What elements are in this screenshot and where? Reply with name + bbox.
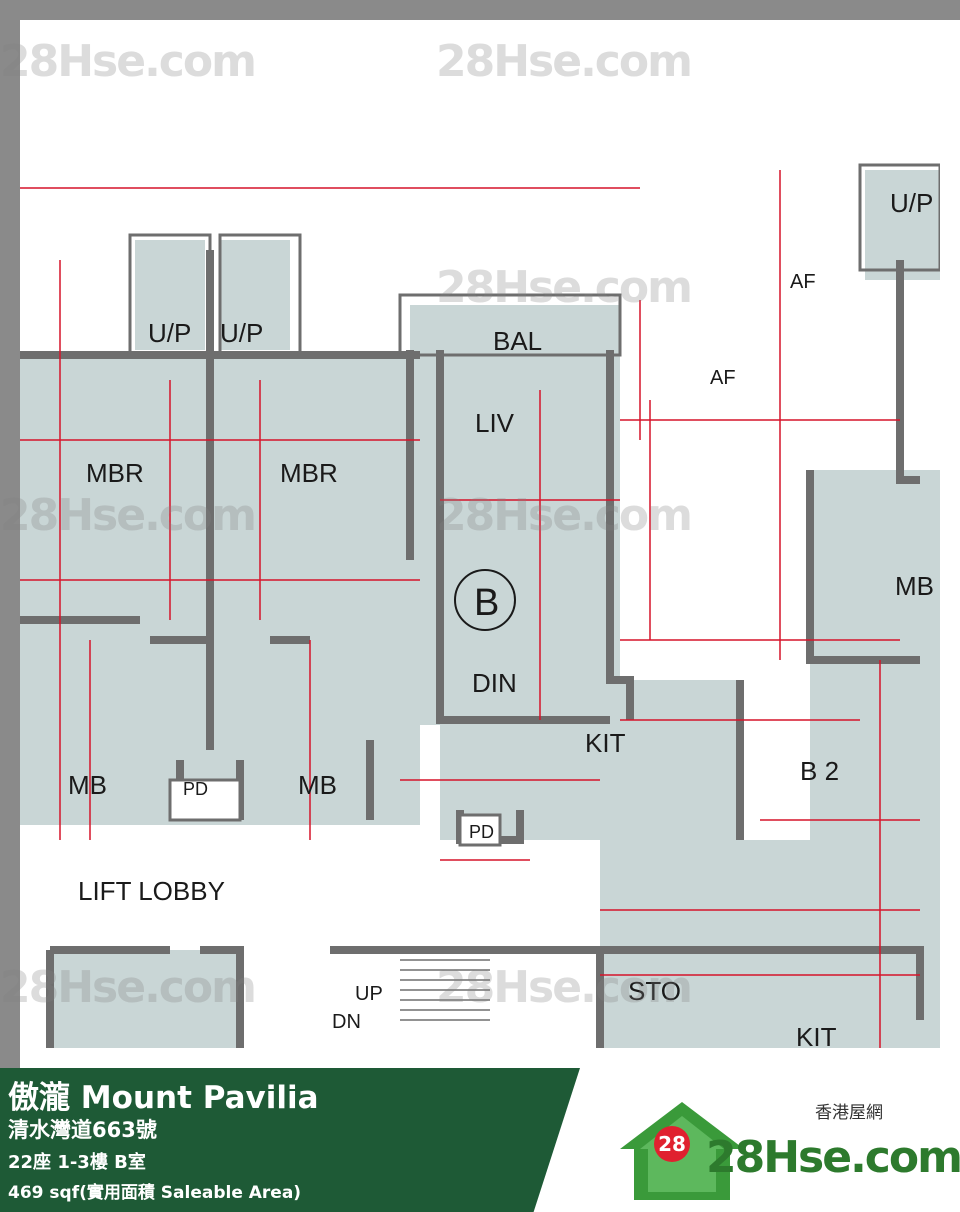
- house-logo-icon: 28: [620, 1102, 744, 1200]
- room-mb-far-label: MB: [895, 571, 934, 601]
- stair-dn-label: DN: [332, 1011, 361, 1033]
- corridor-right: [600, 840, 940, 950]
- room-bal-label: BAL: [493, 326, 542, 356]
- room-pd-right-label: PD: [469, 822, 494, 842]
- property-area: 469 sqf(實用面積 Saleable Area): [8, 1183, 302, 1203]
- room-sto-label: STO: [628, 976, 681, 1006]
- property-unit: 22座 1-3樓 B室: [8, 1152, 146, 1173]
- room-kit2-label: KIT: [796, 1022, 837, 1048]
- room-mbr-left-label: MBR: [86, 458, 144, 488]
- footer-info-panel: 傲瀧 Mount Pavilia 清水灣道663號 22座 1-3樓 B室 46…: [0, 1068, 580, 1212]
- lift-core-fill: [50, 950, 240, 1048]
- logo-brand: 28Hse.com: [706, 1132, 960, 1183]
- floor-plan-drawing: BAL LIV DIN KIT MBR MBR MB MB MB U/P U/P…: [20, 163, 940, 1048]
- top-border: [0, 0, 960, 20]
- dimension-lines: [20, 170, 920, 1048]
- floor-plan: BAL LIV DIN KIT MBR MBR MB MB MB U/P U/P…: [20, 20, 940, 1048]
- room-mb-left-label: MB: [68, 770, 107, 800]
- property-address: 清水灣道663號: [8, 1118, 157, 1142]
- stair-up-label: UP: [355, 983, 383, 1005]
- up-right-fill: [220, 240, 290, 350]
- logo-badge: 28: [658, 1132, 686, 1156]
- room-up-far-label: U/P: [890, 188, 933, 218]
- balcony-outlines: [128, 163, 940, 847]
- lower-right-unit: [600, 950, 940, 1048]
- room-din-label: DIN: [472, 668, 517, 698]
- left-border: [0, 0, 20, 1068]
- footer: 傲瀧 Mount Pavilia 清水灣道663號 22座 1-3樓 B室 46…: [0, 1068, 960, 1212]
- room-up-right-label: U/P: [220, 318, 263, 348]
- staircase: [400, 959, 490, 1021]
- left-bedroom-block: [20, 355, 420, 825]
- right-bedroom-block: [810, 470, 940, 870]
- af-label-2: AF: [790, 271, 816, 293]
- room-pd-left-label: PD: [183, 779, 208, 799]
- unit-label: B: [474, 582, 499, 624]
- logo-subtitle: 香港屋網: [815, 1103, 883, 1123]
- lift-lobby-label: LIFT LOBBY: [78, 876, 225, 906]
- room-liv-label: LIV: [475, 408, 515, 438]
- af-label-1: AF: [710, 367, 736, 389]
- property-title: 傲瀧 Mount Pavilia: [8, 1080, 319, 1116]
- up-left-fill: [135, 240, 205, 350]
- kitchen-area: [440, 680, 740, 840]
- room-kit-label: KIT: [585, 728, 626, 758]
- room-mbr-right-label: MBR: [280, 458, 338, 488]
- living-dining-area: [410, 305, 620, 725]
- room-mb-right-label: MB: [298, 770, 337, 800]
- room-b2-label: B 2: [800, 756, 839, 786]
- room-up-left-label: U/P: [148, 318, 191, 348]
- room-fills: [20, 170, 940, 1048]
